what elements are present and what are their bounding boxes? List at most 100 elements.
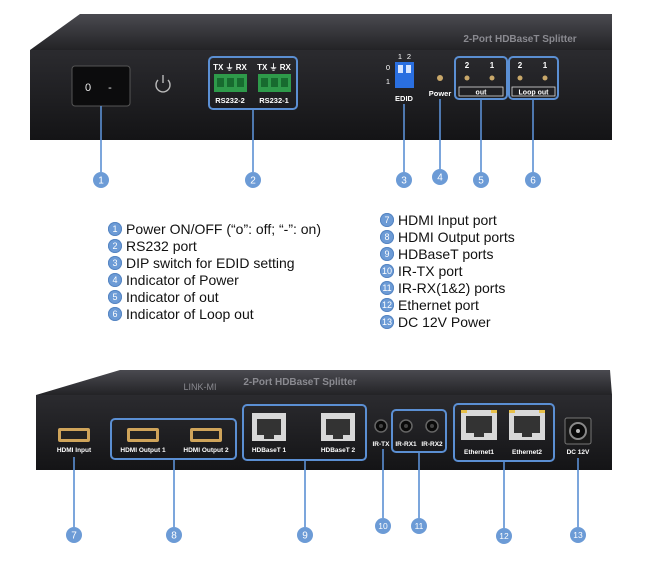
- loop-led-label-2: 2: [518, 61, 523, 70]
- rear-panel-device: LINK-MI 2-Port HDBaseT Splitter HDMI Inp…: [36, 370, 612, 470]
- hdmi-output-1-label: HDMI Output 1: [120, 447, 166, 454]
- power-label: Power: [429, 89, 452, 98]
- legend-number: 8: [380, 229, 394, 244]
- legend-text: Ethernet port: [398, 296, 479, 313]
- loop-led-label-1: 1: [543, 61, 548, 70]
- out-led-label-2: 2: [465, 61, 470, 70]
- out-label: out: [476, 90, 488, 97]
- loop-led-1: [542, 75, 548, 81]
- bottom-leader-lines: [73, 449, 579, 528]
- callout-3: [396, 172, 412, 188]
- ethernet-2-label: Ethernet2: [512, 449, 542, 456]
- legend-number: 7: [380, 212, 394, 227]
- ir-tx-label: IR-TX: [373, 441, 391, 448]
- legend-number: 11: [380, 280, 394, 295]
- hdbaset-1-label: HDBaseT 1: [252, 447, 287, 454]
- legend-number: 1: [108, 221, 122, 236]
- ir-rx1-port[interactable]: [399, 419, 413, 433]
- rear-lid: [36, 370, 612, 395]
- callout-11: [411, 518, 427, 534]
- callout-5: [473, 172, 489, 188]
- ir-rx2-port[interactable]: [425, 419, 439, 433]
- dip-number-2: 2: [407, 52, 411, 61]
- legend-text: Indicator of out: [126, 288, 219, 305]
- rs232-2-pins: TX ⏚ RX: [213, 63, 247, 72]
- legend-text: Power ON/OFF (“o”: off; “-”: on): [126, 220, 321, 237]
- callout-3-label: 3: [401, 176, 407, 187]
- callout-6-label: 6: [530, 176, 536, 187]
- callout-12: [496, 528, 512, 544]
- rear-title: 2-Port HDBaseT Splitter: [243, 377, 356, 388]
- ir-rx1-label: IR-RX1: [395, 441, 417, 448]
- callout-5-label: 5: [478, 176, 484, 187]
- callout-2: [245, 172, 261, 188]
- legend-number: 2: [108, 238, 122, 253]
- out-caption-box: [458, 86, 504, 97]
- hdmi-input-port[interactable]: [58, 428, 90, 442]
- out-led-1: [489, 75, 495, 81]
- callout-13-label: 13: [573, 530, 583, 540]
- front-panel-device: 2-Port HDBaseT Splitter 0 - TX ⏚ RX TX ⏚…: [30, 14, 612, 140]
- top-leader-lines: [100, 99, 534, 172]
- callout-10: [375, 518, 391, 534]
- legend-number: 9: [380, 246, 394, 261]
- dc-power-jack[interactable]: [564, 417, 592, 445]
- switch-mark-on: -: [108, 82, 112, 94]
- ir-tx-port[interactable]: [374, 419, 388, 433]
- front-title: 2-Port HDBaseT Splitter: [463, 34, 576, 45]
- hdmi-output-2-port[interactable]: [190, 428, 222, 442]
- legend-item: 8 HDMI Output ports: [380, 228, 515, 245]
- legend-text: IR-RX(1&2) ports: [398, 279, 506, 296]
- legend-text: HDMI Output ports: [398, 228, 515, 245]
- legend-text: HDMI Input port: [398, 211, 497, 228]
- hdbaset-1-port[interactable]: [252, 413, 286, 441]
- legend-text: Indicator of Loop out: [126, 305, 254, 322]
- ir-rx2-label: IR-RX2: [421, 441, 443, 448]
- loop-caption-box: [511, 86, 556, 97]
- hdmi-output-1-port[interactable]: [127, 428, 159, 442]
- rs232-2-label: RS232-2: [215, 96, 245, 105]
- hdmi-input-label: HDMI Input: [57, 447, 92, 454]
- callout-1: [93, 172, 109, 188]
- callout-4: [432, 169, 448, 185]
- callout-7-label: 7: [71, 531, 77, 542]
- rs232-2-terminal[interactable]: [214, 74, 247, 92]
- dip-label: EDID: [395, 94, 414, 103]
- power-switch[interactable]: [71, 65, 131, 107]
- dip-switch[interactable]: [395, 62, 414, 88]
- callout-13: [570, 527, 586, 543]
- rs232-1-terminal[interactable]: [258, 74, 291, 92]
- power-symbol-icon: [155, 75, 171, 93]
- legend-number: 13: [380, 314, 394, 329]
- legend-text: IR-TX port: [398, 262, 463, 279]
- legend-item: 13 DC 12V Power: [380, 313, 515, 330]
- callout-12-label: 12: [499, 531, 509, 541]
- ethernet-2-port[interactable]: [509, 410, 545, 440]
- out-led-label-1: 1: [490, 61, 495, 70]
- hdbaset-2-port[interactable]: [321, 413, 355, 441]
- switch-mark-off: 0: [85, 82, 91, 94]
- callout-6: [525, 172, 541, 188]
- dc-label: DC 12V: [567, 449, 590, 456]
- ethernet-1-label: Ethernet1: [464, 449, 494, 456]
- front-lid: [30, 14, 612, 50]
- legend-text: DIP switch for EDID setting: [126, 254, 295, 271]
- callout-1-label: 1: [98, 176, 104, 187]
- legend-text: DC 12V Power: [398, 313, 491, 330]
- legend-item: 1 Power ON/OFF (“o”: off; “-”: on): [108, 220, 321, 237]
- callout-9-label: 9: [302, 531, 308, 542]
- callout-8: [166, 527, 182, 543]
- hdbaset-2-label: HDBaseT 2: [321, 447, 356, 454]
- callout-9: [297, 527, 313, 543]
- callout-11-label: 11: [415, 521, 424, 531]
- rear-brand: LINK-MI: [183, 382, 216, 392]
- ethernet-1-port[interactable]: [461, 410, 497, 440]
- callout-2-label: 2: [250, 176, 256, 187]
